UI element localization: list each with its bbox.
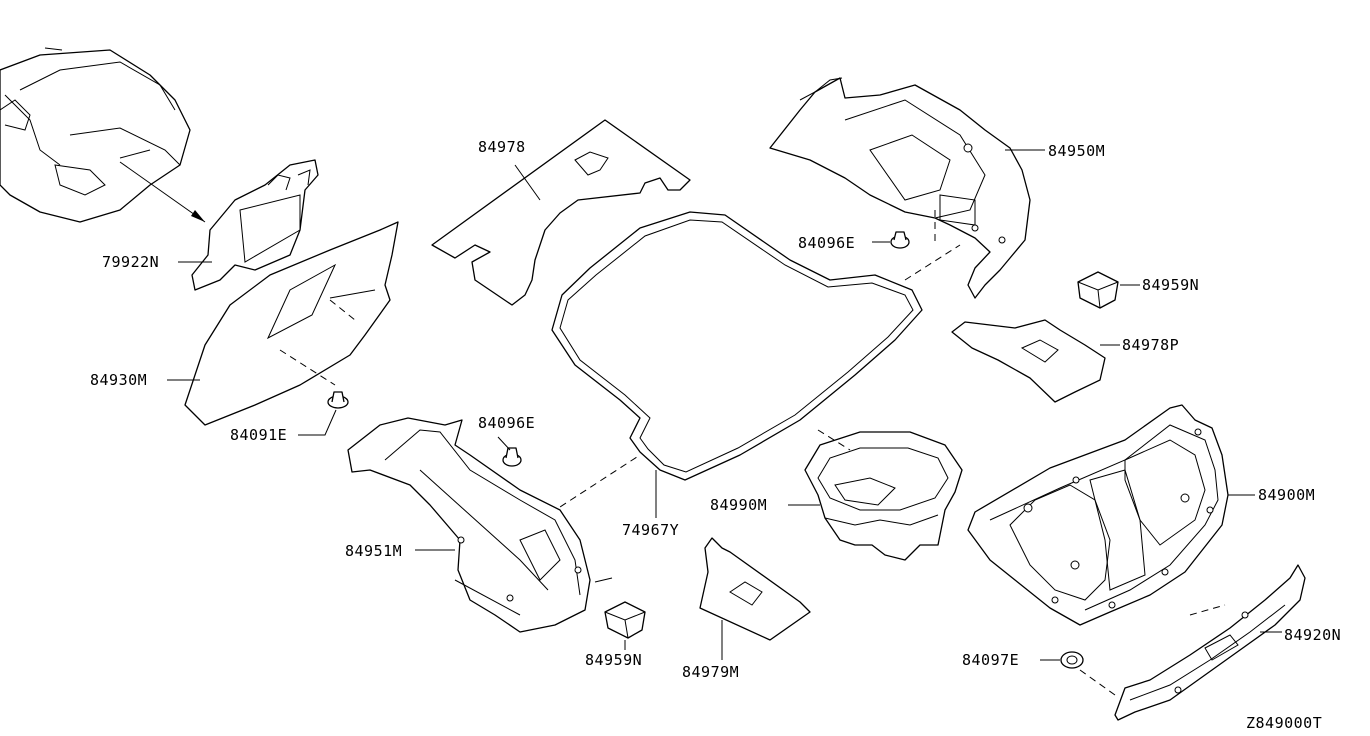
part-84091E: 84091E [230,391,349,444]
part-74967Y: 74967Y [551,211,923,539]
label-74967Y: 74967Y [622,521,679,539]
label-79922N: 79922N [102,253,159,271]
label-84096E-right: 84096E [798,234,855,252]
label-84950M: 84950M [1048,142,1105,160]
label-84978P: 84978P [1122,336,1179,354]
part-84978P: 84978P [951,319,1179,403]
part-84990M: 84990M [710,429,963,561]
part-84959N-right: 84959N [1077,271,1199,309]
part-84900M: 84900M [967,404,1315,626]
label-84951M: 84951M [345,542,402,560]
part-84959N-left: 84959N [585,601,646,669]
label-84979M: 84979M [682,663,739,681]
label-84900M: 84900M [1258,486,1315,504]
part-84930M: 84930M [90,221,399,426]
label-84920N: 84920N [1284,626,1341,644]
label-84978: 84978 [478,138,526,156]
part-84096E-right: 84096E [798,210,961,281]
part-84951M: 84951M [345,417,613,633]
label-84959N-right: 84959N [1142,276,1199,294]
label-84990M: 84990M [710,496,767,514]
label-84091E: 84091E [230,426,287,444]
label-84959N-left: 84959N [585,651,642,669]
diagram-code: Z849000T [1246,714,1322,732]
car-rear-illustration [0,47,206,223]
part-84978: 84978 [431,119,691,306]
part-84920N: 84920N [1079,564,1341,721]
label-84930M: 84930M [90,371,147,389]
label-84096E-left: 84096E [478,414,535,432]
part-79922N: 79922N [102,159,319,291]
part-84979M: 84979M [682,537,811,681]
part-84950M: 84950M [769,77,1105,299]
part-84097E: 84097E [962,651,1084,669]
label-84097E: 84097E [962,651,1019,669]
part-84096E-left: 84096E [478,414,641,521]
